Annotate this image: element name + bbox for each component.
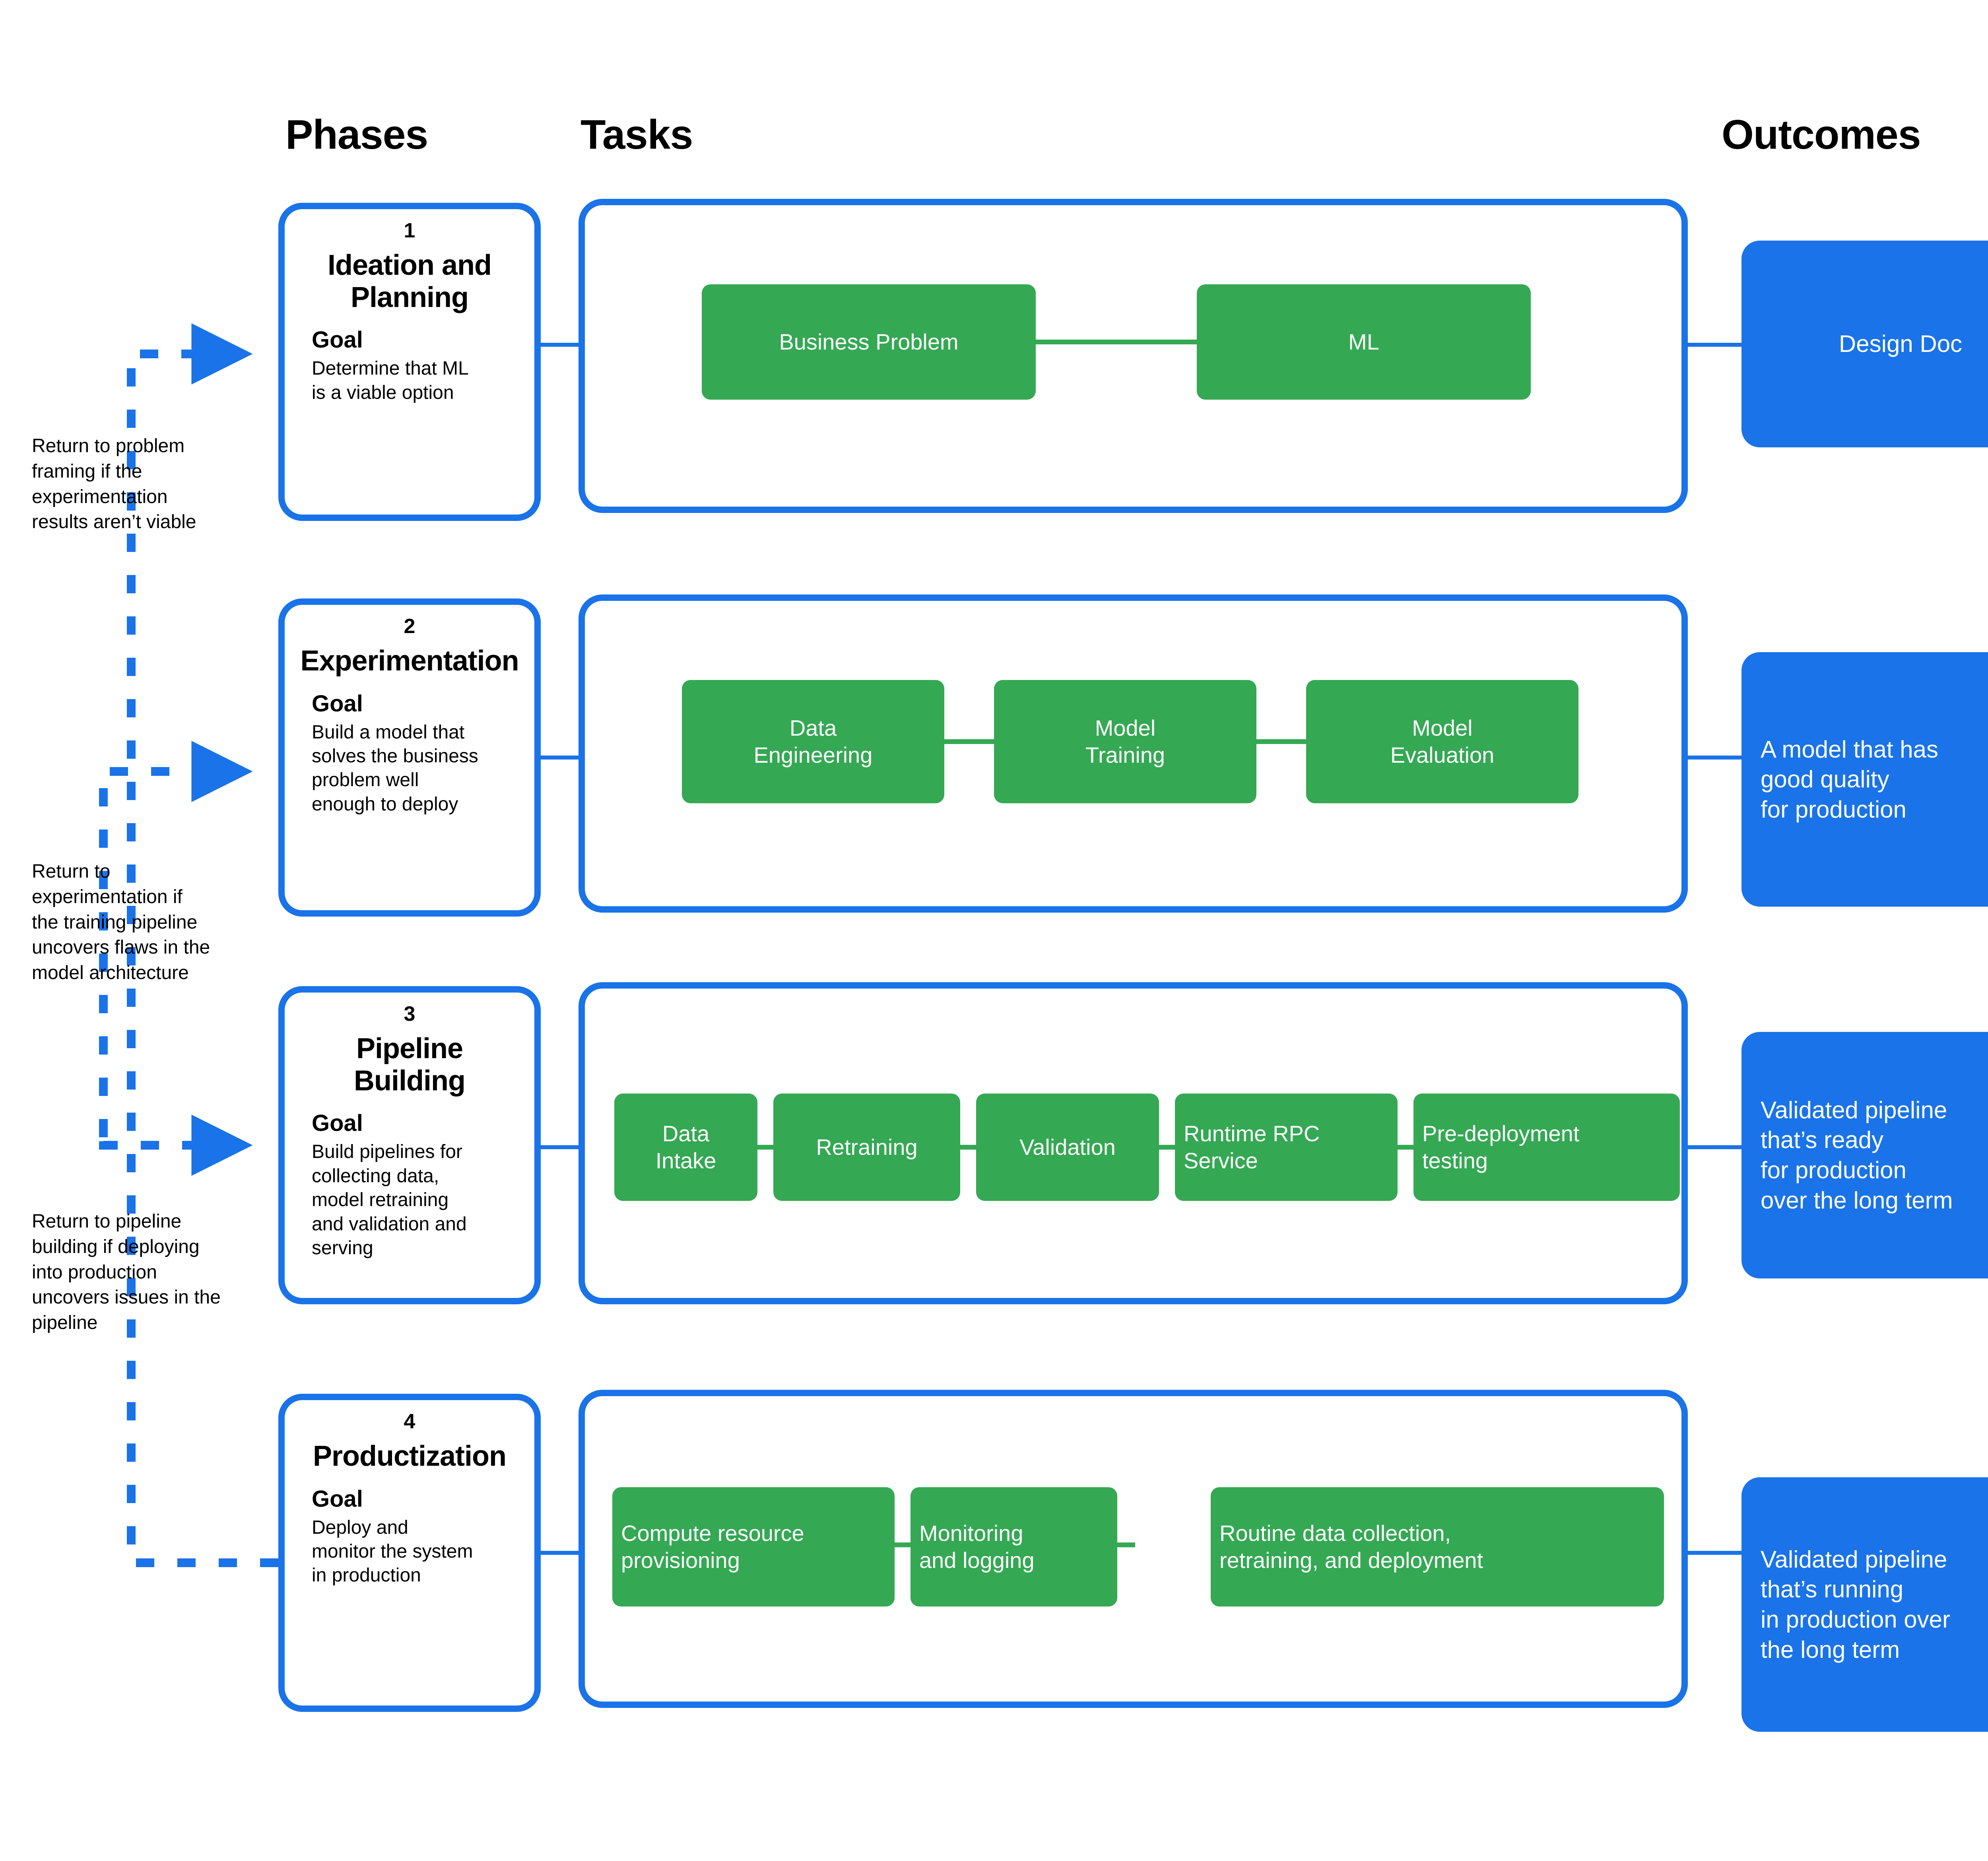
task-connector-3-3 (1157, 1145, 1177, 1150)
task-box-model-training[interactable]: Model Training (994, 680, 1256, 803)
connector-tasks4-outcome4 (1688, 1551, 1743, 1555)
note-return-to-pipeline-building: Return to pipeline building if deploying… (32, 1211, 221, 1334)
task-connector-2-2 (1254, 739, 1309, 744)
note-return-to-problem-framing: Return to problem framing if the experim… (32, 435, 196, 533)
task-box-routine-data-collection[interactable]: Routine data collection, retraining, and… (1211, 1487, 1664, 1607)
phase-card-1[interactable]: 1 Ideation and Planning Goal Determine t… (278, 203, 541, 521)
phase-title-3: Pipeline Building (354, 1033, 466, 1097)
phase-card-2[interactable]: 2 Experimentation Goal Build a model tha… (278, 598, 541, 917)
task-connector-4-2 (1115, 1542, 1135, 1547)
task-connector-3-1 (755, 1145, 775, 1150)
connector-tasks1-outcome1 (1688, 343, 1743, 347)
task-box-compute-resource-provisioning[interactable]: Compute resource provisioning (612, 1487, 895, 1607)
task-box-business-problem[interactable]: Business Problem (702, 284, 1036, 400)
goal-label-2: Goal (312, 690, 363, 717)
task-connector-3-4 (1396, 1145, 1415, 1150)
task-box-pre-deployment-testing[interactable]: Pre-deployment testing (1413, 1094, 1680, 1201)
goal-text-1: Determine that ML is a viable option (312, 358, 469, 403)
task-connector-1-1 (1034, 340, 1199, 344)
phase-number-4: 4 (404, 1410, 415, 1433)
connector-phase3-tasks (541, 1145, 580, 1149)
outcome-box-3[interactable]: Validated pipeline that’s ready for prod… (1741, 1032, 1988, 1278)
goal-label-1: Goal (312, 327, 363, 353)
outcome-box-1[interactable]: Design Doc (1741, 241, 1988, 447)
task-connector-4-1 (893, 1542, 912, 1547)
column-heading-outcomes: Outcomes (1722, 112, 1921, 158)
phase-title-4: Productization (313, 1440, 507, 1472)
task-box-validation[interactable]: Validation (976, 1094, 1159, 1201)
task-connector-3-2 (958, 1145, 978, 1150)
phase-number-2: 2 (404, 615, 415, 638)
phase-title-2: Experimentation (300, 645, 519, 677)
task-box-monitoring-and-logging[interactable]: Monitoring and logging (911, 1487, 1117, 1607)
column-heading-tasks: Tasks (580, 112, 693, 158)
note-return-to-experimentation: Return to experimentation if the trainin… (32, 861, 210, 984)
connector-tasks3-outcome3 (1688, 1145, 1743, 1149)
phase-card-3[interactable]: 3 Pipeline Building Goal Build pipelines… (278, 986, 541, 1304)
task-box-ml[interactable]: ML (1197, 284, 1531, 400)
column-heading-phases: Phases (285, 112, 428, 158)
phase-number-1: 1 (404, 219, 415, 242)
phase-card-4[interactable]: 4 Productization Goal Deploy and monitor… (278, 1394, 541, 1712)
task-box-retraining[interactable]: Retraining (773, 1094, 960, 1201)
connector-tasks2-outcome2 (1688, 756, 1743, 760)
task-box-data-engineering[interactable]: Data Engineering (682, 680, 944, 803)
outcome-box-2[interactable]: A model that has good quality for produc… (1741, 652, 1988, 907)
phase-number-3: 3 (404, 1002, 415, 1026)
task-box-data-intake[interactable]: Data Intake (614, 1094, 757, 1201)
return-flow-path-3 (99, 1115, 253, 1176)
goal-text-2: Build a model that solves the business p… (312, 721, 478, 815)
task-box-model-evaluation[interactable]: Model Evaluation (1306, 680, 1578, 803)
connector-phase4-tasks (541, 1551, 580, 1555)
outcome-box-4[interactable]: Validated pipeline that’s running in pro… (1741, 1477, 1988, 1732)
phase-title-1: Ideation and Planning (327, 249, 492, 313)
connector-phase2-tasks (541, 756, 580, 760)
task-connector-2-1 (942, 739, 997, 744)
goal-label-3: Goal (312, 1110, 363, 1136)
goal-label-4: Goal (312, 1486, 363, 1512)
connector-phase1-tasks (541, 343, 580, 347)
task-box-runtime-rpc-service[interactable]: Runtime RPC Service (1175, 1094, 1398, 1201)
goal-text-4: Deploy and monitor the system in product… (312, 1517, 473, 1586)
goal-text-3: Build pipelines for collecting data, mod… (312, 1141, 467, 1259)
